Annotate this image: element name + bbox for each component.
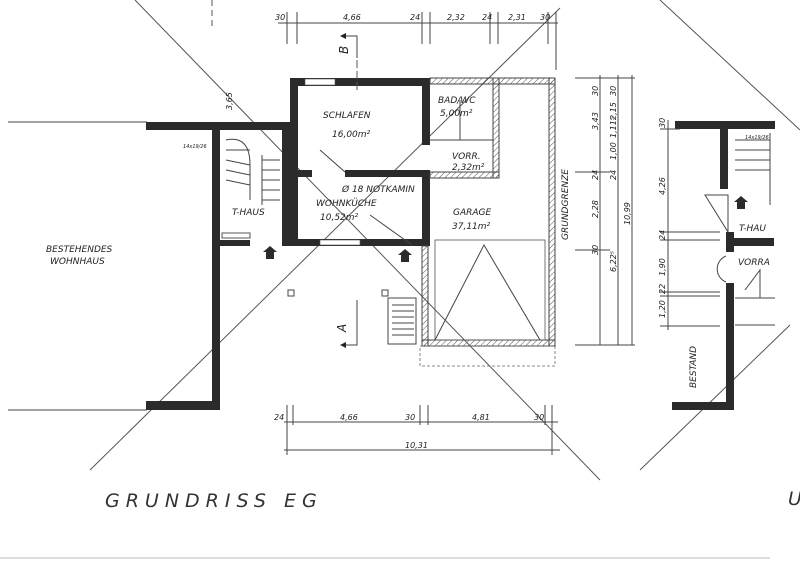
bad-area: 5,00m² [440,109,473,119]
entrance-arrow-icon [263,246,277,259]
schlafen-label: SCHLAFEN [323,111,371,121]
notkamin-label: Ø 18 NOTKAMIN [341,184,415,195]
entrance-arrow-icon [398,249,412,262]
dim-right: 6,22⁵ [609,251,618,272]
existing-building-right: 14x19/26 T-HAU VORRA BESTAND 30 4,26 24 … [658,118,775,410]
bestand-label: BESTAND [689,346,699,388]
thaus-left-label: T-HAUS [232,208,265,218]
grundgrenze-label: GRUNDGRENZE [561,169,571,240]
drawing-title-partial: U [788,488,800,510]
garage-label: GARAGE [453,208,492,218]
entry-stair [287,249,417,345]
dim-top: 4,66 [343,13,361,22]
dim-right-building: 1,90 [658,258,667,276]
wohnkueche-area: 10,52m² [320,213,359,223]
stair-left: 14x19/26 T-HAUS [183,138,280,259]
dim-top: 2,31 [508,13,526,22]
bottom-dimension: 24 4,66 30 4,81 30 10,31 [274,405,560,455]
dim-right: 30 [609,86,618,96]
schlafen-area: 16,00m² [332,130,371,140]
dim-right: 24 [609,170,618,180]
section-marker-b: B [337,33,358,90]
dim-right: 1,11⁵ [609,117,618,138]
dim-right-total: 10,99 [623,202,632,225]
dim-right: 30 [591,245,600,255]
bad-label: BAD/WC [438,96,476,106]
dim-right-building: 1,20 [658,300,667,318]
main-building [290,78,430,246]
vorr-area: 2,32m² [452,163,485,173]
dim-right-building: 4,26 [658,177,667,195]
dim-right-building: 30 [658,118,667,128]
room-labels: SCHLAFEN 16,00m² BAD/WC 5,00m² VORR. 2,3… [316,96,571,240]
dim-left-stair: 3,65 [225,92,234,110]
entrance-arrow-icon [734,196,748,209]
dim-top: 24 [482,13,492,22]
top-dimension: 30 4,66 24 2,32 24 2,31 30 3,65 [225,12,558,110]
existing-house: BESTEHENDES WOHNHAUS [8,121,298,411]
garage-area: 37,11m² [452,222,491,232]
dim-top: 30 [275,13,285,22]
vorr-right-label: VORRA [738,258,770,268]
bestehendes-label-2: WOHNHAUS [50,257,105,267]
dim-right: 2,15 [609,102,618,120]
drawing-title: GRUNDRISS EG [105,490,323,512]
bestehendes-label-1: BESTEHENDES [46,245,113,255]
section-a-label: A [335,324,349,333]
dim-right: 1,00 [609,142,618,160]
dim-top: 24 [410,13,420,22]
dim-right: 2,28 [591,200,600,218]
dim-bottom: 4,66 [340,413,358,422]
stair-note-left: 14x19/26 [183,144,207,150]
section-b-label: B [337,46,351,54]
dim-bottom: 30 [534,413,544,422]
dim-right-building: 22 [658,284,667,294]
dim-bottom-total: 10,31 [405,441,428,450]
dim-right-building: 24 [658,230,667,240]
dim-right: 3,43 [591,112,600,130]
dim-bottom: 30 [405,413,415,422]
dim-bottom: 24 [274,413,284,422]
dim-right: 30 [591,86,600,96]
stair-note-right: 14x19/26 [745,135,769,141]
wohnkueche-label: WOHNKÜCHE [316,198,377,209]
section-marker-a: A [335,300,358,348]
right-dimensions: 30 3,43 24 2,28 30 30 2,15 1,00 1,11⁵ 24… [575,75,635,346]
garage-walls [419,77,556,367]
vorr-label: VORR. [452,152,481,162]
dim-right: 24 [591,170,600,180]
dim-bottom: 4,81 [472,413,490,422]
dim-top: 2,32 [447,13,465,22]
thaus-right-label: T-HAU [739,224,766,234]
dim-top: 30 [540,13,550,22]
